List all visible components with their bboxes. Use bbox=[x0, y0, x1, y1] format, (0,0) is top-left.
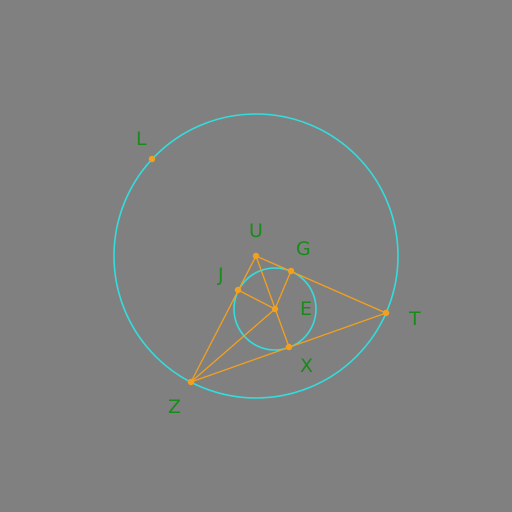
label-g: G bbox=[296, 238, 311, 260]
segment-ux bbox=[255, 255, 290, 348]
label-e: E bbox=[300, 298, 312, 320]
point-t bbox=[382, 309, 390, 317]
label-l: L bbox=[136, 128, 147, 150]
label-t: T bbox=[408, 308, 421, 330]
point-x bbox=[285, 343, 293, 351]
point-l bbox=[148, 155, 156, 163]
segment-zu bbox=[190, 255, 257, 383]
point-g bbox=[287, 267, 295, 275]
segment-je bbox=[237, 289, 276, 310]
point-z bbox=[187, 378, 195, 386]
label-x: X bbox=[300, 355, 313, 377]
label-u: U bbox=[249, 220, 263, 242]
segment-ge bbox=[274, 270, 292, 310]
segment-ut bbox=[255, 255, 387, 314]
label-j: J bbox=[217, 264, 224, 286]
inner-circle bbox=[233, 267, 317, 351]
point-j bbox=[234, 286, 242, 294]
point-e bbox=[271, 305, 279, 313]
outer-circle bbox=[113, 113, 399, 399]
label-z: Z bbox=[168, 396, 181, 418]
point-u bbox=[252, 252, 260, 260]
segment-ze bbox=[190, 308, 276, 383]
